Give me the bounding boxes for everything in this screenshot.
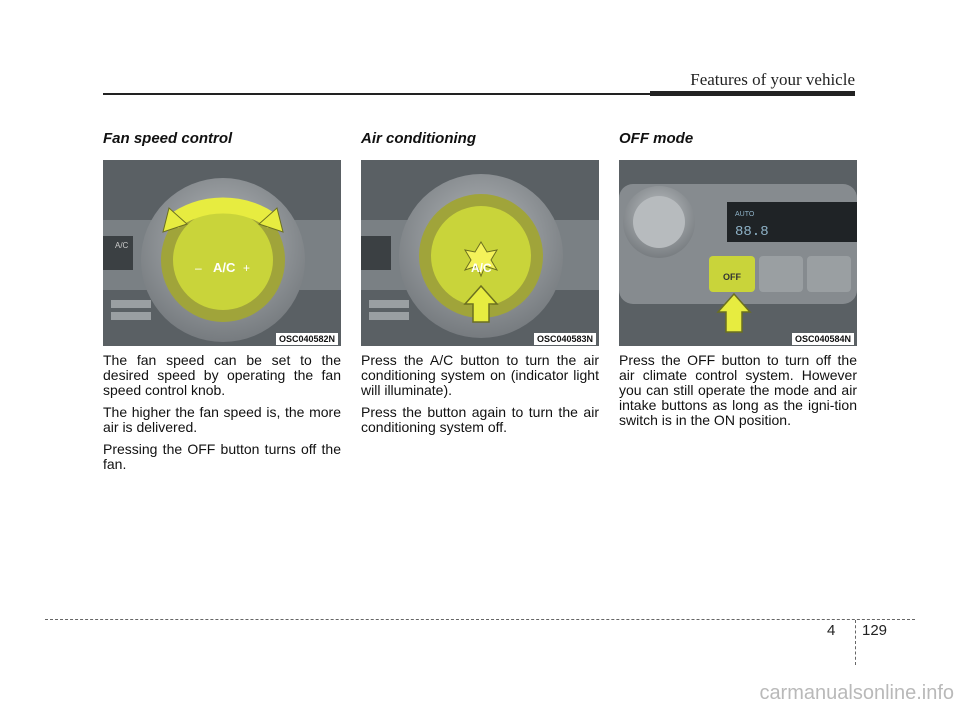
chapter-number: 4 (827, 622, 836, 639)
footer-divider (855, 620, 856, 665)
off-button (709, 256, 755, 292)
ac-label: A/C (213, 260, 236, 275)
svg-text:–: – (195, 261, 202, 275)
ac-label: A/C (471, 261, 492, 275)
section-fan-speed: Fan speed control A/C A/C – + OSC040582 (103, 130, 341, 472)
climate-display (727, 202, 857, 242)
section-heading: OFF mode (619, 130, 694, 147)
press-arrow-icon (716, 292, 752, 333)
off-label: OFF (723, 272, 741, 282)
paragraph: The higher the fan speed is, the more ai… (103, 404, 341, 435)
paragraph: The fan speed can be set to the desired … (103, 352, 341, 398)
header-title: Features of your vehicle (690, 70, 855, 89)
page-number: 129 (862, 622, 888, 639)
svg-text:+: + (243, 261, 250, 275)
illumination-burst-icon (463, 241, 499, 278)
press-arrow-icon (463, 284, 499, 323)
paragraph: Press the A/C button to turn the air con… (361, 352, 599, 398)
paragraph: Press the button again to turn the air c… (361, 404, 599, 435)
figure-fan-speed-knob: A/C A/C – + OSC040582N (103, 160, 341, 346)
section-off-mode: OFF mode AUTO 88.8 OFF OSC040584N Press … (619, 130, 857, 428)
figure-off-button: AUTO 88.8 OFF OSC040584N (619, 160, 857, 346)
figure-code: OSC040582N (275, 333, 338, 345)
watermark: carmanualsonline.info (759, 682, 954, 704)
fan-knob-face (173, 210, 273, 310)
header-rule (103, 93, 855, 95)
header-rule-accent (650, 91, 855, 96)
footer-rule (45, 619, 915, 620)
paragraph: Press the OFF button to turn off the air… (619, 352, 857, 428)
auto-label: AUTO (735, 211, 755, 218)
figure-code: OSC040584N (791, 333, 854, 345)
figure-code: OSC040583N (533, 333, 596, 345)
section-heading: Air conditioning (361, 130, 476, 147)
section-air-conditioning: Air conditioning A/C OSC040583N Press th… (361, 130, 599, 435)
paragraph: Pressing the OFF button turns off the fa… (103, 441, 341, 472)
rotate-arrow-icon (167, 197, 279, 229)
panel-label: A/C (115, 241, 129, 250)
section-heading: Fan speed control (103, 130, 233, 147)
figure-ac-button: A/C OSC040583N (361, 160, 599, 346)
svg-text:88.8: 88.8 (735, 224, 769, 240)
